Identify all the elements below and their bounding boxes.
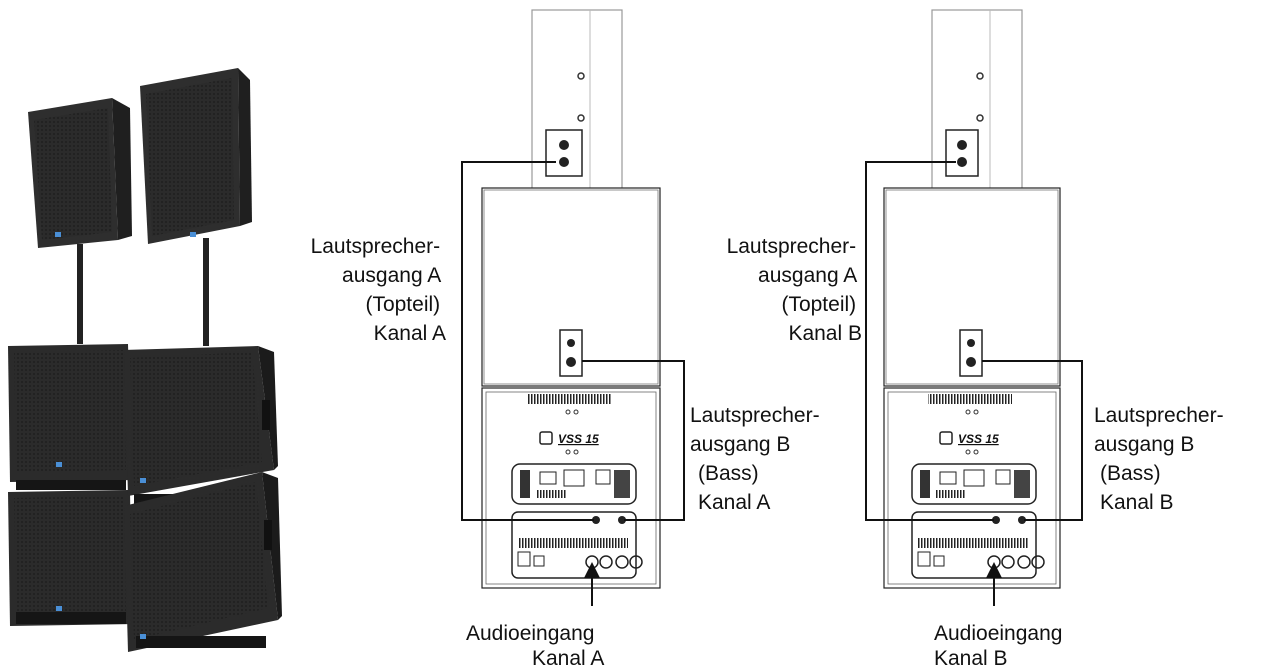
setup-b-top-speaker: [931, 9, 1023, 191]
setup-a-bass-output-label: Lautsprecher- ausgang B (Bass) Kanal A: [690, 404, 825, 514]
setup-b-model-label: VSS 15: [958, 432, 999, 446]
setup-a-model-label: VSS 15: [558, 432, 599, 446]
subwoofer-stack-right: [124, 346, 282, 652]
setup-a-bass-speaker: [481, 187, 661, 387]
top-speaker-left: [28, 98, 132, 248]
setup-b-diagram: VSS 15 Lautsprecher-: [727, 9, 1229, 669]
setup-b-bass-connector-plate: [959, 329, 983, 377]
setup-a-input-label: Audioeingang Kanal A: [466, 622, 604, 669]
setup-a-output-a-jack: [592, 516, 600, 524]
setup-b-top-connector-plate: [945, 129, 979, 177]
top-speaker-right: [140, 68, 252, 244]
speaker-system-photo: [8, 68, 282, 652]
setup-b-bass-speaker: [883, 187, 1061, 387]
setup-b-output-a-jack: [992, 516, 1000, 524]
setup-a-wiring: [461, 161, 685, 521]
setup-b-top-output-label: Lautsprecher- ausgang A (Topteil) Kanal …: [727, 235, 862, 345]
setup-a-top-output-label: Lautsprecher- ausgang A (Topteil) Kanal …: [311, 235, 446, 345]
setup-b-amp-panel: VSS 15: [883, 387, 1061, 589]
pole-right: [203, 238, 209, 346]
setup-a-amp-panel: VSS 15: [481, 387, 661, 589]
setup-b-bass-output-label: Lautsprecher- ausgang B (Bass) Kanal B: [1094, 404, 1229, 514]
setup-a-bass-connector-plate: [559, 329, 583, 377]
setup-a-diagram: VSS 15: [311, 9, 825, 669]
setup-b-wiring: [865, 161, 1083, 521]
setup-a-output-b-jack: [618, 516, 626, 524]
setup-b-output-b-jack: [1018, 516, 1026, 524]
pole-left: [77, 244, 83, 344]
setup-a-top-speaker: [531, 9, 623, 191]
subwoofer-stack-left: [8, 344, 132, 626]
setup-b-input-label: Audioeingang Kanal B: [934, 622, 1068, 669]
setup-a-top-connector-plate: [545, 129, 583, 177]
